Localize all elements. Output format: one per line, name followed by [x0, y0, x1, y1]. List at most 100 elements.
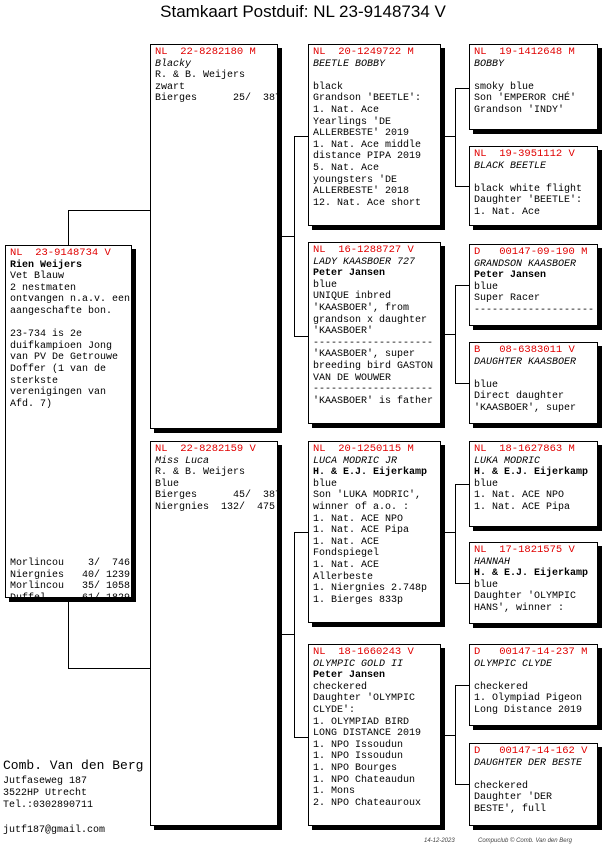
print-date: 14-12-2023: [424, 838, 455, 844]
pigeon-name: BEETLE BOBBY: [313, 58, 386, 70]
pigeon-name: LUCA MODRIC JR: [313, 455, 398, 467]
info-line: LONG DISTANCE 2019: [313, 728, 422, 740]
info-line: 1. Nat. ACE Pipa: [474, 501, 571, 513]
info-line: 1. NPO Chateaudun: [313, 774, 416, 786]
pigeon-name: BOBBY: [474, 58, 505, 70]
connector-line: [68, 210, 69, 245]
info-line: aangeschafte bon.: [10, 305, 113, 317]
info-line: checkered: [474, 681, 529, 693]
race-result: Morlincou 3/ 746: [10, 558, 131, 569]
info-line: breeding bird GASTON: [313, 360, 434, 372]
connector-line: [445, 334, 456, 335]
pigeon-name: HANNAH: [474, 556, 511, 568]
connector-line: [445, 532, 456, 533]
connector-line: [294, 336, 308, 337]
connector-line: [294, 136, 295, 337]
info-line: 'KAASBOER': [313, 326, 374, 338]
info-line: HANS', winner :: [474, 602, 565, 614]
info-line: 1. Nat. Ace: [313, 104, 380, 116]
info-line: blue: [474, 478, 499, 490]
info-line: 1. Nat. ACE Pipa: [313, 525, 410, 537]
connector-line: [455, 685, 469, 686]
info-line: 1. NPO Issoudun: [313, 739, 404, 751]
software-credit: Compuclub © Comb. Van den Berg: [478, 838, 572, 844]
connector-line: [294, 532, 308, 533]
pigeon-name: DAUGHTER KAASBOER: [474, 356, 577, 368]
info-line: 1. OLYMPIAD BIRD: [313, 716, 410, 728]
info-line: checkered: [474, 780, 529, 792]
breeder-name: H. & E.J. Eijerkamp: [313, 467, 428, 479]
pigeon-name: LUKA MODRIC: [474, 455, 541, 467]
pigeon-name: DAUGHTER DER BESTE: [474, 757, 583, 769]
info-line: ontvangen n.a.v. een: [10, 294, 131, 306]
info-line: Direct daughter: [474, 391, 565, 403]
info-line: Daughter 'OLYMPIC: [474, 591, 577, 603]
info-line: 'KAASBOER', super: [474, 402, 577, 414]
info-line: 1. Bierges 833p: [313, 594, 404, 606]
info-line: 23-734 is 2e: [10, 329, 83, 341]
connector-line: [455, 484, 456, 584]
info-line: 'KAASBOER' is father: [313, 395, 434, 407]
connector-line: [455, 685, 456, 785]
pigeon-name: Blacky: [155, 58, 192, 70]
blank-line: [474, 670, 593, 682]
pigeon-name: BLACK BEETLE: [474, 160, 547, 172]
owner-phone: Tel.:0302890711: [3, 800, 94, 811]
owner-city: 3522HP Utrecht: [3, 788, 88, 799]
info-line: blue: [474, 379, 499, 391]
info-line: CLYDE':: [313, 704, 356, 716]
info-line: 12. Nat. Ace short: [313, 197, 422, 209]
info-line: 1. Niergnies 2.748p: [313, 583, 428, 595]
ring-number: NL 23-9148734 V: [10, 247, 111, 259]
blank-line: [474, 769, 593, 781]
info-line: Doffer (1 van de: [10, 363, 107, 375]
info-line: Daughter 'DER: [474, 792, 553, 804]
info-line: 1. Nat. ACE: [313, 559, 380, 571]
connector-line: [445, 136, 456, 137]
blank-line: [474, 368, 593, 380]
info-line: --------------------: [474, 304, 595, 316]
info-line: Daughter 'BEETLE':: [474, 195, 583, 207]
info-line: ALLERBESTE' 2018: [313, 186, 410, 198]
pigeon-name: OLYMPIC CLYDE: [474, 658, 553, 670]
ring-number: NL 19-1412648 M: [474, 46, 575, 58]
blank-line: [313, 70, 436, 82]
breeder-name: Rien Weijers: [10, 259, 83, 271]
info-line: van PV De Getrouwe: [10, 352, 119, 364]
owner-email: jutf187@gmail.com: [3, 825, 106, 836]
info-line: Bierges 45/ 387: [155, 490, 278, 502]
info-line: zwart: [155, 81, 186, 93]
ring-number: NL 20-1249722 M: [313, 46, 414, 58]
race-result: Niergnies 40/ 1239: [10, 569, 131, 581]
connector-line: [68, 602, 69, 669]
page-title: Stamkaart Postduif: NL 23-9148734 V: [160, 2, 446, 21]
info-line: duifkampioen Jong: [10, 340, 113, 352]
info-line: youngsters 'DE: [313, 174, 398, 186]
info-line: 1. NPO Bourges: [313, 762, 398, 774]
info-line: R. & B. Weijers: [155, 70, 246, 82]
connector-line: [455, 484, 469, 485]
connector-line: [455, 285, 456, 384]
connector-line: [294, 737, 308, 738]
info-line: Son 'LUKA MODRIC',: [313, 490, 422, 502]
connector-line: [455, 88, 456, 187]
info-line: Blue: [155, 478, 180, 490]
info-line: Grandson 'BEETLE':: [313, 93, 422, 105]
blank-line: [10, 318, 127, 330]
ring-number: B 08-6383011 V: [474, 344, 575, 356]
info-line: 1. Nat. Ace middle: [313, 139, 422, 151]
connector-line: [68, 210, 150, 211]
info-line: verenigingen van: [10, 387, 107, 399]
info-line: Daughter 'OLYMPIC: [313, 693, 416, 705]
info-line: Fondspiegel: [313, 548, 380, 560]
ring-number: NL 22-8282159 V: [155, 443, 256, 455]
connector-line: [455, 285, 469, 286]
